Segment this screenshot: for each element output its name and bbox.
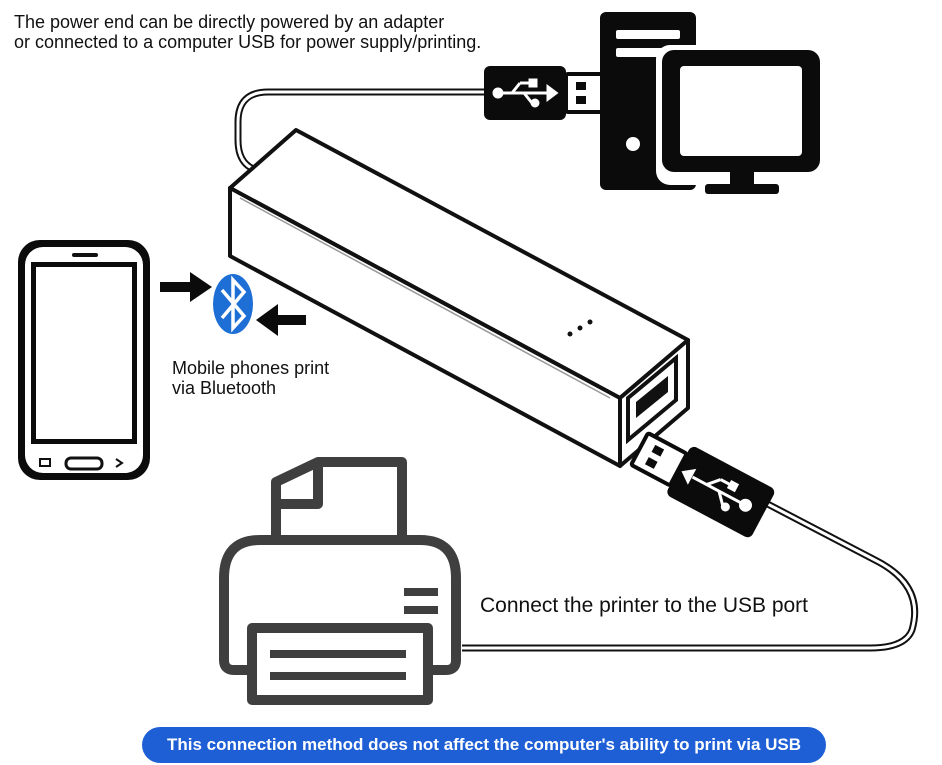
power-instruction-line-2: or connected to a computer USB for power… xyxy=(14,32,482,52)
usb-plug-icon xyxy=(484,66,604,120)
bluetooth-instruction-line-1: Mobile phones print xyxy=(172,358,330,378)
arrow-icon xyxy=(160,272,212,302)
arrow-icon xyxy=(256,304,306,336)
info-banner-text: This connection method does not affect t… xyxy=(166,735,802,754)
usb-port-instruction: Connect the printer to the USB port xyxy=(480,594,809,617)
bluetooth-instruction-line-2: via Bluetooth xyxy=(172,378,277,398)
computer-icon xyxy=(600,12,828,194)
power-instruction: The power end can be directly powered by… xyxy=(14,12,614,52)
bluetooth-icon xyxy=(213,274,253,334)
bluetooth-instruction: Mobile phones print via Bluetooth xyxy=(172,358,392,398)
printer-icon xyxy=(219,457,461,705)
print-server-device xyxy=(228,128,690,468)
power-instruction-line-1: The power end can be directly powered by… xyxy=(14,12,445,32)
printer-cable xyxy=(462,496,919,652)
usb-plug-icon xyxy=(629,431,775,538)
smartphone-icon xyxy=(18,240,150,480)
info-banner: This connection method does not affect t… xyxy=(142,727,826,763)
